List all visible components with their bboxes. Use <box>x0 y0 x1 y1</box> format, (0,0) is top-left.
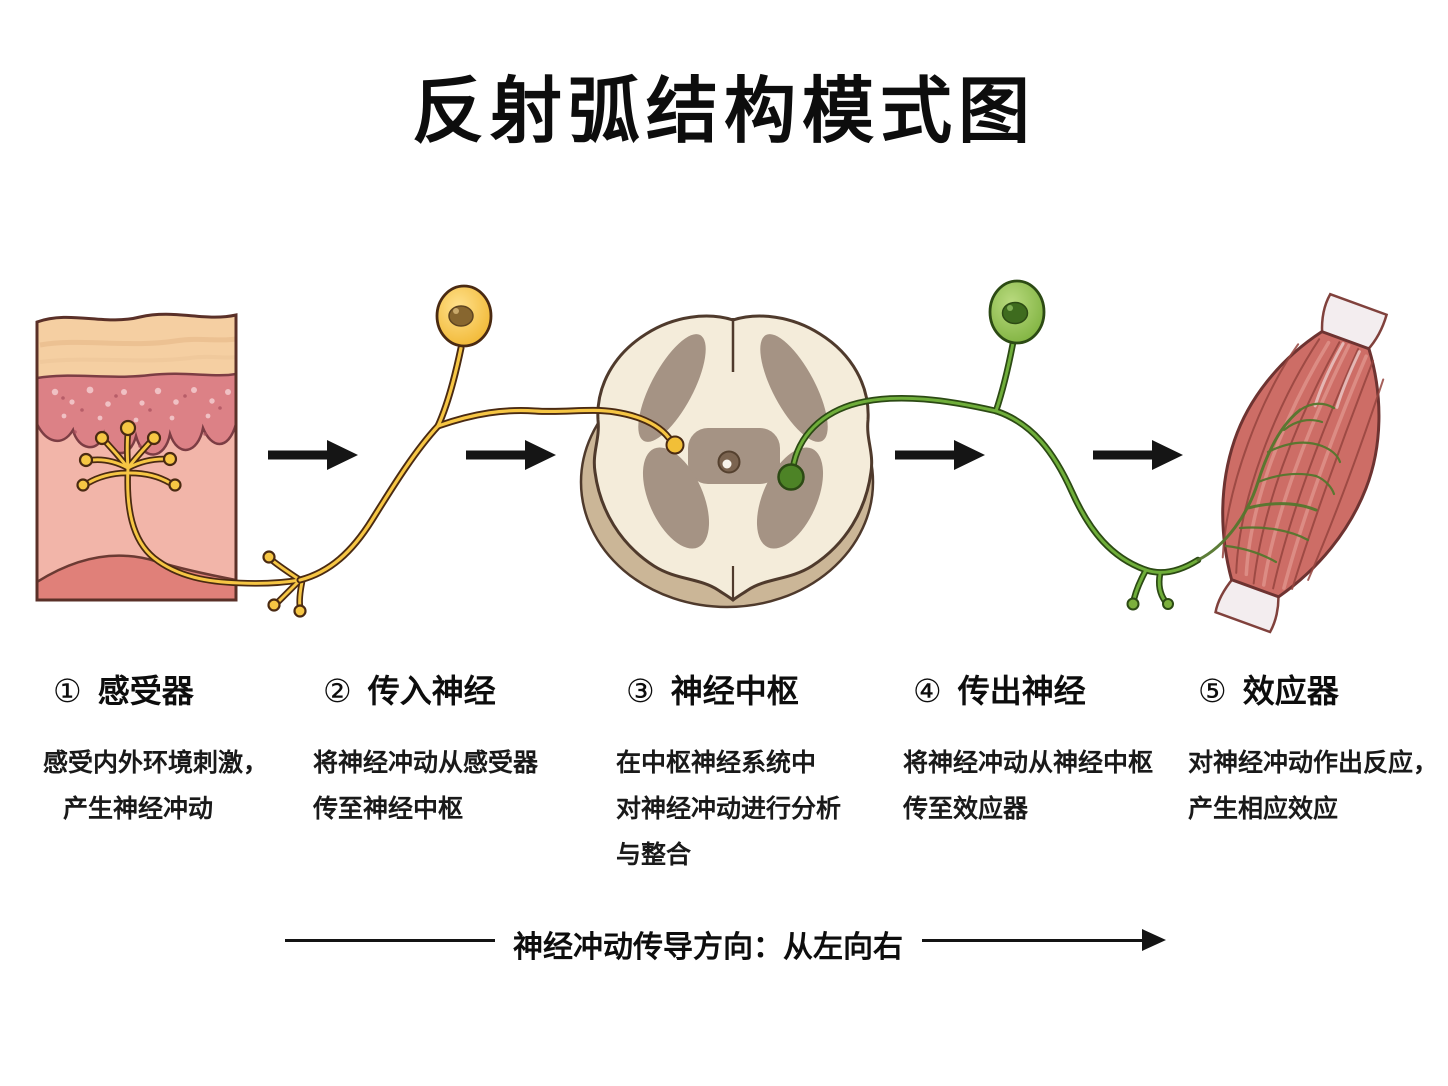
step-description-line: 传至神经中枢 <box>313 795 464 823</box>
muscle-effector-illustration <box>1214 292 1389 634</box>
afferent-neuron-illustration <box>296 284 685 584</box>
axon-terminal-bulb <box>665 435 685 455</box>
nucleus-highlight <box>1007 305 1013 311</box>
step-description-line: 对神经冲动作出反应， <box>1188 749 1439 777</box>
step-number-badge: ② <box>323 673 352 709</box>
step-label-column: ② 传入神经 将神经冲动从感受器 传至神经中枢 <box>313 666 538 832</box>
step-heading: ③ 神经中枢 <box>626 666 841 712</box>
flow-arrow-icon <box>895 440 985 470</box>
step-label-column: ④ 传出神经 将神经冲动从神经中枢 传至效应器 <box>903 666 1153 832</box>
central-canal <box>717 450 741 474</box>
cell-nucleus <box>448 305 474 327</box>
step-description-line: 将神经冲动从神经中枢 <box>903 749 1154 777</box>
gray-matter <box>638 334 828 549</box>
spinal-cord-illustration <box>579 314 875 609</box>
axon-terminals <box>1126 597 1174 611</box>
page-title: 反射弧结构模式图 <box>411 68 1036 153</box>
step-description-line: 对神经冲动进行分析 <box>616 795 842 823</box>
flow-arrows <box>268 440 1183 470</box>
step-description-line: 感受内外环境刺激， <box>43 749 269 777</box>
step-heading: ⑤ 效应器 <box>1198 666 1438 712</box>
flow-arrow-icon <box>268 440 358 470</box>
efferent-axon <box>789 339 1202 605</box>
motor-neuron-soma <box>777 463 805 491</box>
muscle-belly <box>1221 329 1381 599</box>
skin-receptor-illustration <box>35 312 307 618</box>
step-description-line: 将神经冲动从感受器 <box>313 749 539 777</box>
step-name: 神经中枢 <box>670 673 799 709</box>
step-description-line: 在中枢神经系统中 <box>616 749 817 777</box>
efferent-neuron-illustration <box>777 279 1342 611</box>
afferent-axon <box>296 344 673 584</box>
flow-arrow-icon <box>1093 440 1183 470</box>
step-label-column: ⑤ 效应器 对神经冲动作出反应， 产生相应效应 <box>1188 666 1438 832</box>
step-name: 传出神经 <box>957 673 1086 709</box>
step-heading: ① 感受器 <box>53 666 268 712</box>
step-heading: ④ 传出神经 <box>913 666 1153 712</box>
step-label-column: ③ 神经中枢 在中枢神经系统中 对神经冲动进行分析 与整合 <box>616 666 841 878</box>
step-label-column: ① 感受器 感受内外环境刺激， 产生神经冲动 <box>43 666 268 832</box>
step-number-badge: ③ <box>626 673 655 709</box>
receptor-nerve-endings <box>76 419 307 618</box>
step-number-badge: ④ <box>913 673 942 709</box>
step-name: 效应器 <box>1242 673 1339 709</box>
dermis-layer <box>37 372 236 456</box>
step-description-line: 产生神经冲动 <box>63 795 214 823</box>
nucleus-highlight <box>453 308 459 314</box>
step-description-line: 传至效应器 <box>903 795 1029 823</box>
step-description-line: 与整合 <box>616 841 692 869</box>
neuromuscular-junction-branches <box>1196 402 1342 564</box>
step-name: 感受器 <box>97 673 194 709</box>
step-number-badge: ① <box>53 673 82 709</box>
cell-nucleus <box>1001 301 1029 325</box>
step-number-badge: ⑤ <box>1198 673 1227 709</box>
flow-arrow-icon <box>466 440 556 470</box>
step-name: 传入神经 <box>367 673 496 709</box>
step-heading: ② 传入神经 <box>323 666 538 712</box>
step-description-line: 产生相应效应 <box>1188 795 1339 823</box>
